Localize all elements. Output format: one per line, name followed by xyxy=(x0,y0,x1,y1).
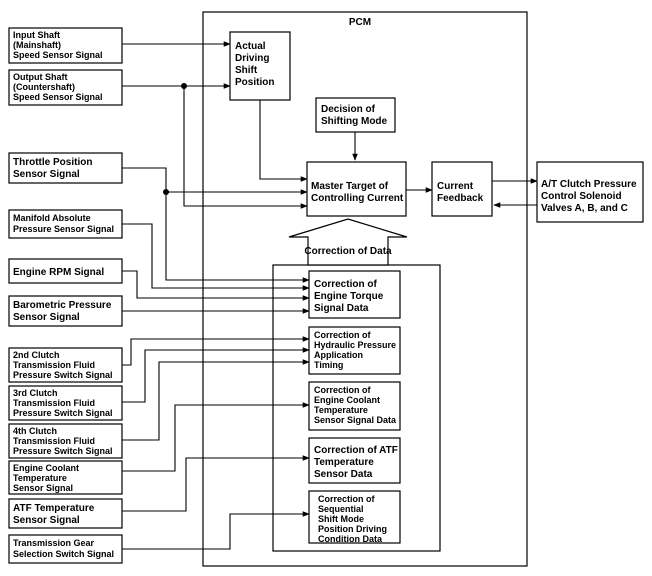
atf-temperature-box: ATF Temperature Sensor Signal xyxy=(8,498,123,529)
master-target-label: Master Target of Controlling Current xyxy=(311,181,404,204)
correction-hydraulic-box: Correction of Hydraulic Pressure Applica… xyxy=(308,326,401,375)
engine-coolant-box: Engine Coolant Temperature Sensor Signal xyxy=(8,460,123,495)
decision-shifting-mode-label: Decision of Shifting Mode xyxy=(321,104,388,127)
solenoid-valves-box: A/T Clutch Pressure Control Solenoid Val… xyxy=(536,161,644,223)
correction-coolant-box: Correction of Engine Coolant Temperature… xyxy=(308,381,401,431)
correction-coolant-label: Correction of Engine Coolant Temperature… xyxy=(314,385,397,425)
current-feedback-box: Current Feedback xyxy=(431,161,493,217)
solenoid-valves-label: A/T Clutch Pressure Control Solenoid Val… xyxy=(541,179,639,214)
conn-coolant xyxy=(122,402,310,472)
correction-of-data-label: Correction of Data xyxy=(304,246,392,257)
conn-output-shaft-branch xyxy=(183,86,308,209)
decision-shifting-mode-box: Decision of Shifting Mode xyxy=(315,97,396,133)
clutch3-switch-label: 3rd Clutch Transmission Fluid Pressure S… xyxy=(13,388,113,418)
actual-shift-position-box: Actual Driving Shift Position xyxy=(229,31,291,101)
connections xyxy=(122,41,538,550)
throttle-position-label: Throttle Position Sensor Signal xyxy=(13,157,95,180)
current-feedback-label: Current Feedback xyxy=(437,181,484,204)
gear-selection-box: Transmission Gear Selection Switch Signa… xyxy=(8,534,123,564)
barometric-pressure-box: Barometric Pressure Sensor Signal xyxy=(8,295,123,327)
clutch3-switch-box: 3rd Clutch Transmission Fluid Pressure S… xyxy=(8,385,123,421)
junction-dot xyxy=(181,83,187,89)
engine-rpm-box: Engine RPM Signal xyxy=(8,258,123,284)
master-target-box: Master Target of Controlling Current xyxy=(306,161,407,217)
correction-of-data-arrow: Correction of Data xyxy=(288,218,408,266)
engine-coolant-label: Engine Coolant Temperature Sensor Signal xyxy=(13,463,82,493)
map-sensor-label: Manifold Absolute Pressure Sensor Signal xyxy=(13,213,114,234)
conn-clutch2-hydraulic xyxy=(122,336,310,366)
atf-temperature-label: ATF Temperature Sensor Signal xyxy=(13,503,97,526)
correction-atf-box: Correction of ATF Temperature Sensor Dat… xyxy=(308,437,401,484)
pcm-label: PCM xyxy=(349,17,371,28)
correction-engine-torque-label: Correction of Engine Torque Signal Data xyxy=(314,279,386,314)
actual-shift-position-label: Actual Driving Shift Position xyxy=(235,41,274,88)
engine-rpm-label: Engine RPM Signal xyxy=(13,267,104,278)
correction-atf-label: Correction of ATF Temperature Sensor Dat… xyxy=(314,445,401,480)
conn-rpm-torque xyxy=(122,270,310,301)
conn-clutch3-hydraulic xyxy=(122,347,310,403)
conn-throttle-master xyxy=(122,167,308,195)
conn-gear-sel xyxy=(122,511,310,550)
output-shaft-box: Output Shaft (Countershaft) Speed Sensor… xyxy=(8,69,123,106)
map-sensor-box: Manifold Absolute Pressure Sensor Signal xyxy=(8,209,123,239)
pcm-frame: PCM xyxy=(202,11,528,567)
conn-actual-master xyxy=(259,100,308,182)
conn-throttle-torque xyxy=(165,192,310,283)
conn-map-torque xyxy=(122,223,310,291)
correction-sequential-box: Correction of Sequential Shift Mode Posi… xyxy=(308,490,401,544)
output-shaft-label: Output Shaft (Countershaft) Speed Sensor… xyxy=(13,72,103,102)
correction-sequential-label: Correction of Sequential Shift Mode Posi… xyxy=(318,494,390,544)
barometric-pressure-label: Barometric Pressure Sensor Signal xyxy=(13,300,114,323)
clutch2-switch-box: 2nd Clutch Transmission Fluid Pressure S… xyxy=(8,347,123,383)
clutch2-switch-label: 2nd Clutch Transmission Fluid Pressure S… xyxy=(13,350,113,380)
clutch4-switch-label: 4th Clutch Transmission Fluid Pressure S… xyxy=(13,426,113,456)
clutch4-switch-box: 4th Clutch Transmission Fluid Pressure S… xyxy=(8,423,123,459)
correction-hydraulic-label: Correction of Hydraulic Pressure Applica… xyxy=(314,330,399,370)
input-shaft-box: Input Shaft (Mainshaft) Speed Sensor Sig… xyxy=(8,27,123,64)
input-shaft-label: Input Shaft (Mainshaft) Speed Sensor Sig… xyxy=(13,30,103,60)
conn-atf xyxy=(122,455,310,512)
gear-selection-label: Transmission Gear Selection Switch Signa… xyxy=(13,538,114,559)
throttle-position-box: Throttle Position Sensor Signal xyxy=(8,152,123,184)
conn-clutch4-hydraulic xyxy=(122,359,310,441)
correction-engine-torque-box: Correction of Engine Torque Signal Data xyxy=(308,270,401,319)
